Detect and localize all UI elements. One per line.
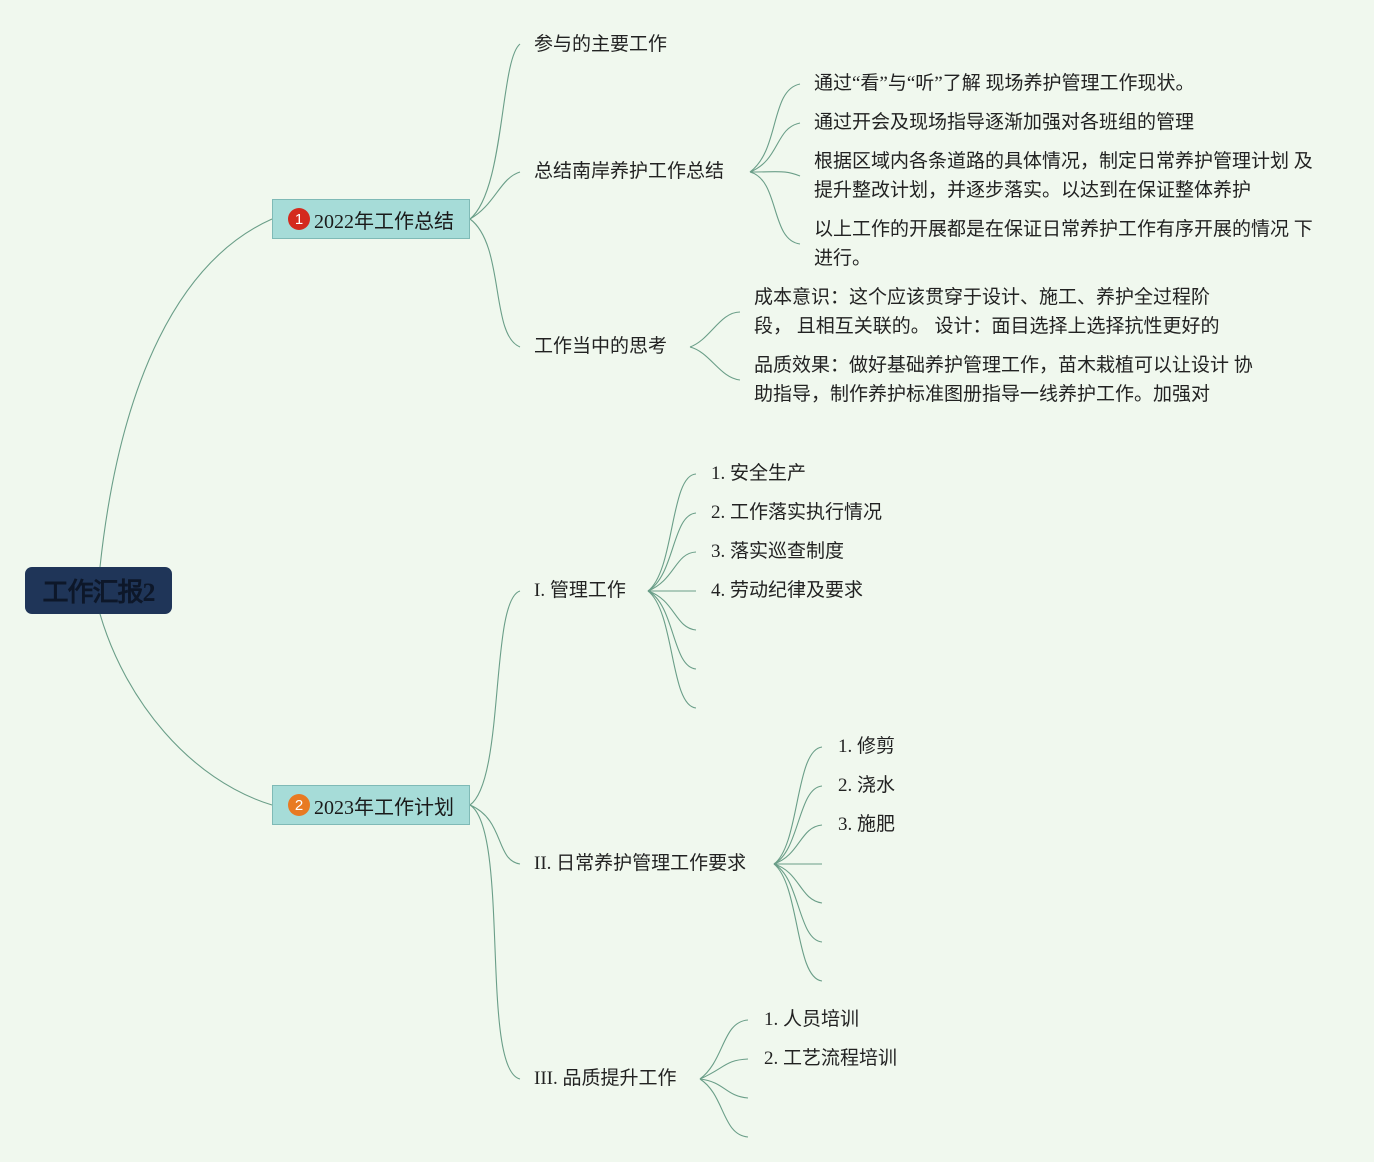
link-b1-t3	[469, 218, 521, 348]
link-b2-t3	[469, 804, 521, 1080]
link-b1-t2	[469, 171, 521, 220]
subtopic-item[interactable]: 通过“看”与“听”了解 现场养护管理工作现状。	[814, 73, 1195, 94]
branch-2022-summary[interactable]: 1 2022年工作总结	[272, 199, 470, 239]
subtopic-item[interactable]: 通过开会及现场指导逐渐加强对各班组的管理	[814, 112, 1195, 133]
subtopic-item[interactable]: 1. 安全生产	[711, 463, 807, 484]
subtopic-item[interactable]: 3. 施肥	[838, 814, 896, 835]
number-badge-icon: 2	[288, 794, 310, 816]
subtopic-item[interactable]: 2. 工艺流程培训	[764, 1048, 898, 1069]
subtopic-item[interactable]: 1. 修剪	[838, 736, 896, 757]
number-badge-icon: 1	[288, 208, 310, 230]
topic-reflections[interactable]: 工作当中的思考	[534, 336, 668, 357]
topic-main-work[interactable]: 参与的主要工作	[534, 34, 668, 55]
root-topic[interactable]: 工作汇报2	[25, 567, 172, 614]
link-b2-t1	[469, 590, 521, 806]
subtopic-item[interactable]: 2. 浇水	[838, 775, 896, 796]
subtopic-item[interactable]: 1. 人员培训	[764, 1009, 860, 1030]
topic-daily-maintenance[interactable]: II. 日常养护管理工作要求	[534, 853, 747, 874]
subtopic-item[interactable]: 以上工作的开展都是在保证日常养护工作有序开展的情况 下进行。	[814, 219, 1313, 269]
link-root-b2	[99, 613, 273, 806]
subtopic-item[interactable]: 根据区域内各条道路的具体情况，制定日常养护管理计划 及提升整改计划，并逐步落实。…	[814, 151, 1313, 201]
subtopic-item[interactable]: 3. 落实巡查制度	[711, 541, 845, 562]
link-b2-t2	[469, 804, 521, 865]
link-root-b1	[99, 218, 273, 568]
subtopic-item[interactable]: 成本意识：这个应该贯穿于设计、施工、养护全过程阶 段， 且相互关联的。 设计：面…	[754, 287, 1220, 337]
branch-2023-plan[interactable]: 2 2023年工作计划	[272, 785, 470, 825]
link-b1-t1	[469, 43, 521, 220]
topic-quality-improvement[interactable]: III. 品质提升工作	[534, 1068, 677, 1089]
subtopic-item[interactable]: 品质效果：做好基础养护管理工作，苗木栽植可以让设计 协助指导，制作养护标准图册指…	[754, 355, 1253, 405]
branch-label: 2023年工作计划	[314, 796, 454, 819]
topic-management[interactable]: I. 管理工作	[534, 580, 626, 601]
subtopic-item[interactable]: 2. 工作落实执行情况	[711, 502, 883, 523]
subtopic-item[interactable]: 4. 劳动纪律及要求	[711, 580, 864, 601]
branch-label: 2022年工作总结	[314, 210, 454, 233]
topic-nanan-summary[interactable]: 总结南岸养护工作总结	[534, 161, 725, 182]
